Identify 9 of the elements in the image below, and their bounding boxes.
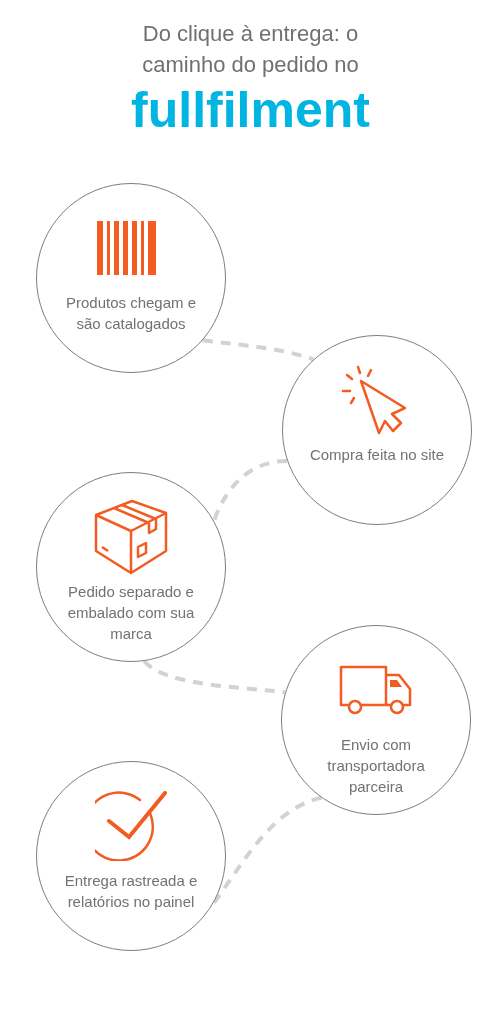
step-label: Pedido separado e embalado com sua marca <box>66 582 196 644</box>
step-label: Envio com transportadora parceira <box>326 735 426 797</box>
step-label: Entrega rastreada e relatórios no painel <box>63 871 199 912</box>
title-highlight: fullfilment <box>131 82 370 138</box>
title: Do clique à entrega: o caminho do pedido no <box>141 20 360 79</box>
step-label: Compra feita no site <box>308 445 446 465</box>
dashed-connector <box>202 338 315 362</box>
step-label: Produtos chegam e são catalogados <box>64 293 198 334</box>
dashed-connector <box>212 458 288 522</box>
